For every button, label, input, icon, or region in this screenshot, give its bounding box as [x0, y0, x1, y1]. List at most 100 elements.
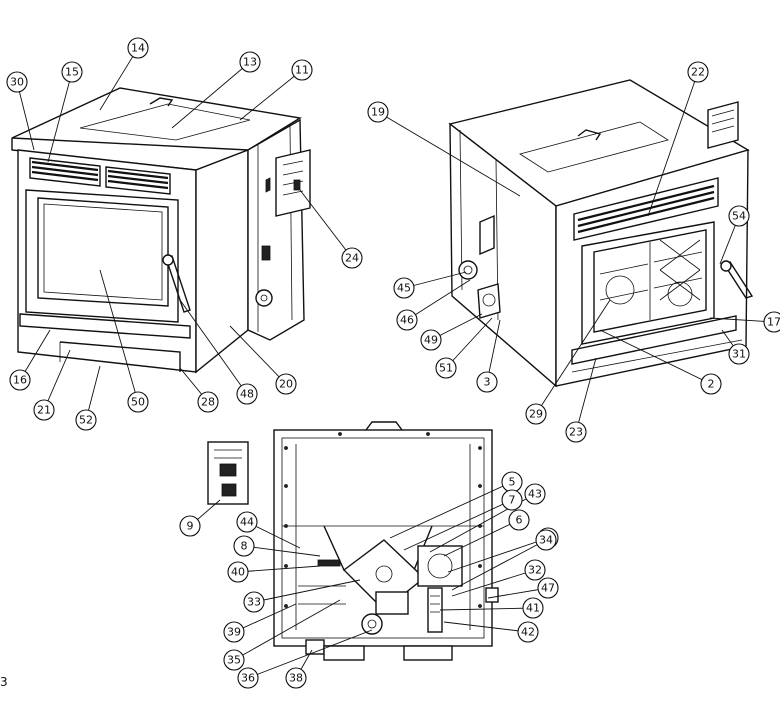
- leg-right: [403, 645, 453, 661]
- callout-number: 13: [243, 56, 257, 69]
- callout-47: 47: [537, 577, 559, 599]
- callout-32: 32: [524, 559, 546, 581]
- callout-circle: [476, 371, 498, 393]
- callout-number: 36: [241, 672, 255, 685]
- callout-circle: [687, 61, 709, 83]
- callout-number: 42: [521, 626, 535, 639]
- callout-circle: [197, 391, 219, 413]
- callout-45: 45: [393, 277, 415, 299]
- callout-number: 41: [526, 602, 540, 615]
- lower-rails: [298, 585, 346, 605]
- leader-line-42: [443, 621, 529, 633]
- control-switch: [293, 179, 301, 191]
- stove2-bottom-trim: [571, 339, 743, 373]
- callout-circle: [524, 559, 546, 581]
- leader-line-8: [243, 545, 321, 557]
- leader-line-11: [239, 69, 303, 121]
- callout-number: 44: [240, 516, 254, 529]
- callout-circle: [522, 597, 544, 619]
- callout-circle: [127, 391, 149, 413]
- exhaust-blower-wheel: [427, 553, 453, 579]
- callout-number: 39: [227, 626, 241, 639]
- leader-line-6: [443, 519, 520, 557]
- exhaust-blower-housing: [417, 545, 463, 587]
- stove2-rear-control-panel: [707, 101, 739, 149]
- callout-3: 3: [476, 371, 498, 393]
- callout-46: 46: [396, 309, 418, 331]
- callout-circle: [728, 205, 750, 227]
- control-board-relay: [221, 483, 237, 497]
- callout-circle: [75, 409, 97, 431]
- callout-42: 42: [517, 621, 539, 643]
- leader-line-21: [43, 349, 71, 411]
- leader-line-15: [47, 71, 73, 163]
- callout-circle: [524, 483, 546, 505]
- gear-motor-fins: [430, 595, 440, 613]
- control-board-chip: [219, 463, 237, 477]
- auger-motor-body: [361, 613, 383, 635]
- leader-line-5: [389, 481, 513, 539]
- callout-23: 23: [565, 421, 587, 443]
- callout-30: 30: [6, 71, 28, 93]
- callout-29: 29: [525, 403, 547, 425]
- callout-35: 35: [223, 649, 245, 671]
- callout-number: 32: [528, 564, 542, 577]
- callout-number: 7: [509, 494, 516, 507]
- callout-circle: [393, 277, 415, 299]
- margin-mark: 3: [0, 675, 8, 689]
- callout-31: 31: [728, 343, 750, 365]
- leader-line-35: [233, 599, 341, 661]
- callout-number: 8: [241, 540, 248, 553]
- leader-line-30: [16, 81, 35, 151]
- stove2-lid-handle: [577, 129, 602, 141]
- callout-circle: [367, 101, 389, 123]
- callout-number: 45: [397, 282, 411, 295]
- callout-number: 54: [732, 210, 746, 223]
- callout-22: 22: [687, 61, 709, 83]
- callout-number: 30: [10, 76, 24, 89]
- callout-circle: [239, 51, 261, 73]
- leader-line-33: [253, 579, 361, 603]
- callout-number: 51: [439, 362, 453, 375]
- callout-number: 49: [424, 334, 438, 347]
- leader-line-4: [447, 537, 549, 573]
- control-panel-labels: [282, 160, 304, 196]
- door-frame: [25, 189, 179, 323]
- callout-17: 17: [763, 311, 780, 333]
- callout-13: 13: [239, 51, 261, 73]
- callout-number: 2: [708, 378, 715, 391]
- callout-5: 5: [501, 471, 523, 493]
- callout-circle: [728, 343, 750, 365]
- callout-52: 52: [75, 409, 97, 431]
- callout-48: 48: [236, 383, 258, 405]
- leader-line-45: [403, 271, 467, 289]
- callout-7: 7: [501, 489, 523, 511]
- callout-number: 47: [541, 582, 555, 595]
- leader-line-7: [403, 499, 513, 551]
- callout-number: 11: [295, 64, 309, 77]
- leader-line-48: [179, 299, 248, 395]
- callout-circle: [9, 369, 31, 391]
- callout-circle: [535, 529, 557, 551]
- callout-circle: [525, 403, 547, 425]
- top-lid: [79, 103, 251, 141]
- leader-lines: [16, 47, 775, 679]
- callout-circle: [127, 37, 149, 59]
- frame-bolts: [284, 432, 482, 608]
- callout-number: 16: [13, 374, 27, 387]
- leader-line-13: [171, 61, 251, 129]
- lid-handle: [149, 97, 174, 107]
- callout-number: 20: [279, 378, 293, 391]
- callout-circle: [396, 309, 418, 331]
- stove-rear-view: [448, 79, 754, 388]
- leader-line-39: [233, 603, 297, 633]
- auger-motor: [255, 289, 273, 307]
- callout-41: 41: [522, 597, 544, 619]
- callout-19: 19: [367, 101, 389, 123]
- callout-8: 8: [233, 535, 255, 557]
- leader-line-23: [575, 357, 597, 433]
- callout-20: 20: [275, 373, 297, 395]
- callout-14: 14: [127, 37, 149, 59]
- callout-circle: [33, 399, 55, 421]
